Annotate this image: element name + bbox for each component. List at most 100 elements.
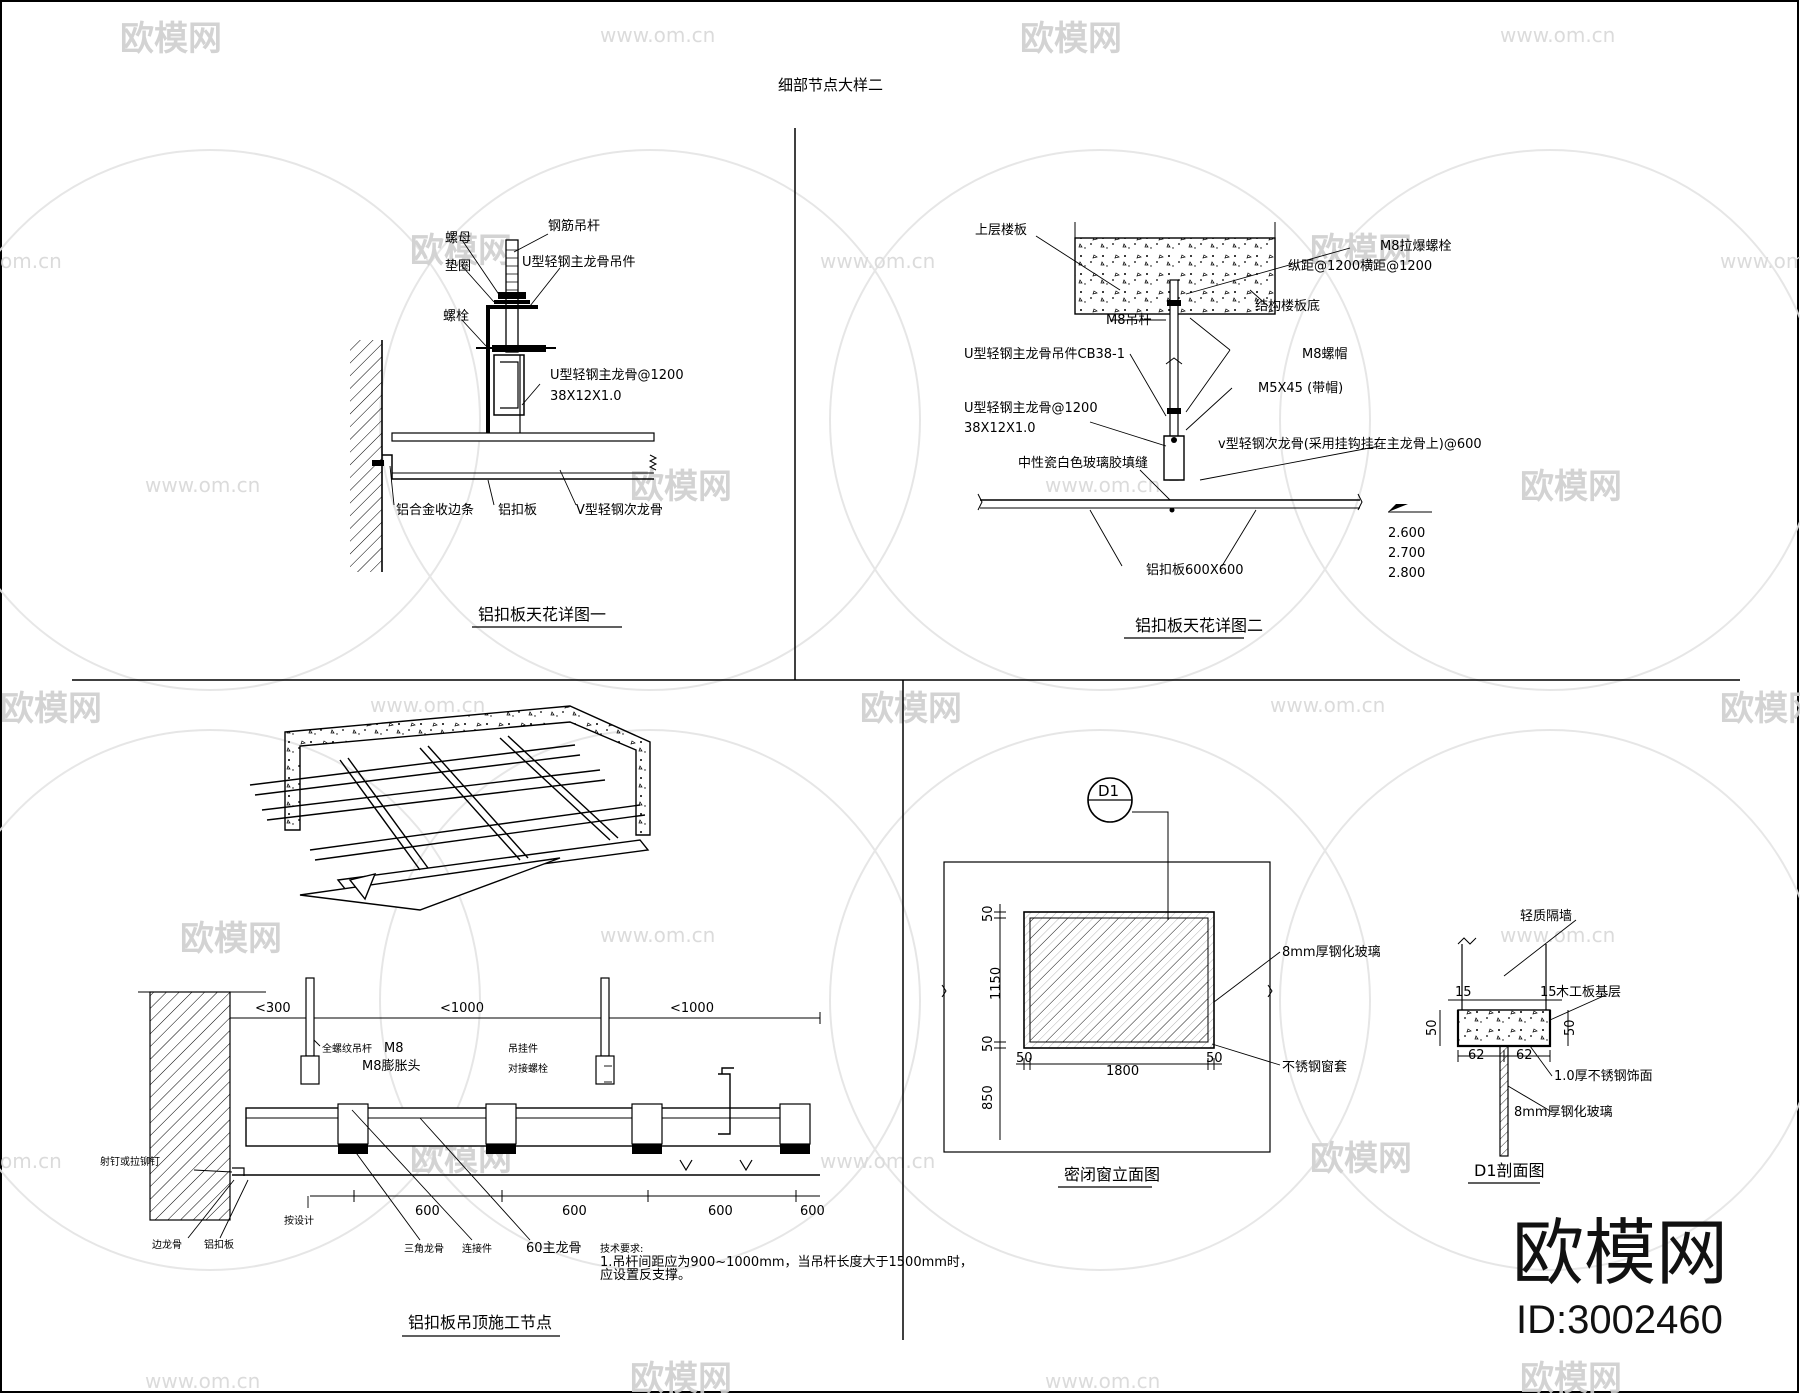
label-bolt: 螺栓 — [443, 309, 469, 324]
hanger-rod — [305, 977, 315, 1057]
level-3: 2.800 — [1388, 566, 1425, 581]
label-glass: 8mm厚钢化玻璃 — [1282, 945, 1381, 960]
label-ss-face: 1.0厚不锈钢饰面 — [1554, 1069, 1653, 1084]
watermark-url: www.om.cn — [370, 693, 485, 717]
washer — [494, 300, 530, 304]
aluminium-panel — [382, 454, 654, 480]
label-edge-keel: 边龙骨 — [152, 1238, 182, 1251]
label-main-keel-size: 38X12X1.0 — [964, 421, 1036, 436]
watermark-brand: 欧模网 — [410, 231, 512, 271]
dim-600-a: 600 — [415, 1204, 440, 1219]
wood-base — [1457, 1009, 1551, 1047]
label-sealant: 中性瓷白色玻璃胶填缝 — [1018, 455, 1148, 471]
label-expansion: M8膨胀头 — [362, 1059, 421, 1074]
level-2: 2.700 — [1388, 546, 1425, 561]
watermark-url: www.om.cn — [145, 1369, 260, 1393]
watermark-url: www.om.cn — [1500, 23, 1615, 47]
caption-detail-3: 铝扣板吊顶施工节点 — [408, 1313, 552, 1332]
connector — [718, 1067, 734, 1135]
label-v-keel: V型轻钢次龙骨 — [576, 502, 663, 518]
nut — [1167, 300, 1181, 306]
brand-logo-text: 欧模网 — [1512, 1214, 1728, 1294]
caption-detail-5: D1剖面图 — [1474, 1161, 1545, 1180]
dim-62-right: 62 — [1516, 1048, 1533, 1063]
label-panel: 铝扣板600X600 — [1146, 563, 1244, 578]
dim-62-left: 62 — [1468, 1048, 1485, 1063]
watermark-url: www.om.cn — [600, 23, 715, 47]
detail-4: D1 50 1150 50 850 50 1800 50 8mm厚钢化玻璃 不锈… — [941, 777, 1381, 1188]
watermark-url: www.om.cn — [1045, 1369, 1160, 1393]
v-keel — [391, 432, 655, 442]
isometric-wall — [284, 705, 651, 836]
label-anchor-bolt: M8拉爆螺栓 — [1380, 239, 1452, 254]
watermark-brand: 欧模网 — [1520, 467, 1622, 507]
label-v-keel: v型轻钢次龙骨(采用挂钩挂在主龙骨上)@600 — [1218, 436, 1482, 452]
label-glass: 8mm厚钢化玻璃 — [1514, 1105, 1613, 1120]
sheet-title: 细部节点大样二 — [778, 76, 883, 94]
glass-section — [1499, 1045, 1509, 1157]
notes-title: 技术要求: — [600, 1242, 643, 1255]
notes-line-1: 1.吊杆间距应为900~1000mm，当吊杆长度大于1500mm时， — [600, 1254, 973, 1270]
label-rod: 钢筋吊杆 — [548, 218, 600, 234]
label-main-keel: 60主龙骨 — [526, 1241, 582, 1256]
caption-detail-1: 铝扣板天花详图一 — [478, 605, 606, 624]
label-connector-bolt: 对接螺栓 — [508, 1062, 548, 1075]
notes-line-2: 应设置反支撑。 — [600, 1267, 691, 1283]
edge-trim — [372, 460, 384, 466]
label-by-design: 按设计 — [284, 1214, 314, 1227]
watermark-brand: 欧模网 — [860, 689, 962, 729]
watermark-url: www.om.cn — [1270, 693, 1385, 717]
watermark-brand: 欧模网 — [180, 919, 282, 959]
detail-2: 2.600 2.700 2.800 上层楼板 M8拉爆螺栓 纵距@1200横距@… — [964, 222, 1482, 639]
isometric-view — [249, 705, 651, 911]
dim-1000-b: <1000 — [670, 1001, 714, 1016]
watermark-brand: 欧模网 — [1720, 689, 1800, 729]
label-wood-base: 木工板基层 — [1556, 985, 1621, 1000]
label-tri-keel: 三角龙骨 — [404, 1242, 444, 1255]
label-nut: M8螺帽 — [1302, 346, 1348, 362]
dim-top: 50 — [981, 905, 996, 922]
detail-3: <300 <1000 <1000 — [100, 977, 973, 1337]
watermark-url: www.om.cn — [820, 1149, 935, 1173]
label-panel: 铝扣板 — [204, 1238, 234, 1251]
watermark-url: www.om.cn — [1045, 473, 1160, 497]
watermark-url: www.om.cn — [145, 473, 260, 497]
hanger-rod — [600, 977, 610, 1057]
dim-15-left: 15 — [1455, 985, 1472, 1000]
dim-15-right: 15 — [1540, 985, 1557, 1000]
label-frame: 不锈钢窗套 — [1282, 1059, 1347, 1075]
brand-id: ID:3002460 — [1516, 1298, 1723, 1342]
dim-50-right: 50 — [1563, 1019, 1578, 1036]
wall-section — [350, 340, 382, 572]
dim-width: 1800 — [1106, 1064, 1139, 1079]
label-main-keel: U型轻钢主龙骨@1200 — [550, 368, 684, 383]
watermark-brand: 欧模网 — [0, 689, 102, 729]
label-main-keel-size: 38X12X1.0 — [550, 389, 622, 404]
dim-600-d: 600 — [800, 1204, 825, 1219]
dim-sill: 850 — [981, 1085, 996, 1110]
watermark-url: www.om.cn — [1720, 249, 1800, 273]
label-hanger-rod: M8吊杆 — [1106, 313, 1152, 328]
watermark-brand: 欧模网 — [630, 467, 732, 507]
label-threaded-rod-size: M8 — [384, 1041, 404, 1056]
detail-1: 螺母 垫圈 钢筋吊杆 U型轻钢主龙骨吊件 螺栓 U型轻钢主龙骨@1200 38X… — [350, 218, 684, 628]
watermark-brand: 欧模网 — [120, 19, 222, 59]
watermark-url: om.cn — [0, 249, 62, 273]
watermark-url: www.om.cn — [820, 249, 935, 273]
label-bolt: M5X45 (带帽) — [1258, 380, 1343, 396]
watermark-url: www.om.cn — [600, 923, 715, 947]
dim-50-left: 50 — [1425, 1019, 1440, 1036]
dim-right: 50 — [1206, 1051, 1223, 1066]
dim-600-b: 600 — [562, 1204, 587, 1219]
level-1: 2.600 — [1388, 526, 1425, 541]
level-mark — [1388, 504, 1408, 512]
watermark-brand: 欧模网 — [1310, 1139, 1412, 1179]
label-panel: 铝扣板 — [498, 503, 537, 518]
caption-detail-2: 铝扣板天花详图二 — [1135, 616, 1263, 635]
label-washer: 垫圈 — [445, 258, 471, 274]
label-nut: 螺母 — [445, 231, 471, 246]
watermark-url: om.cn — [0, 1149, 62, 1173]
dim-height: 1150 — [989, 967, 1004, 1000]
